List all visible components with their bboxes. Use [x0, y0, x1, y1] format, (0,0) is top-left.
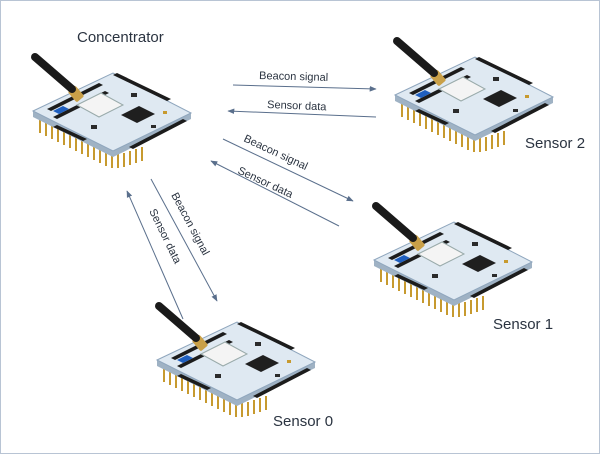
- sensor2-label: Sensor 2: [525, 135, 586, 152]
- sensor1-label: Sensor 1: [493, 316, 554, 333]
- data-arrow-sensor2: [227, 108, 377, 118]
- data-arrow-sensor1: [210, 160, 340, 227]
- data-label-sensor0: Sensor data: [146, 207, 183, 266]
- sensor0-label: Sensor 0: [273, 413, 334, 430]
- data-label-sensor2: Sensor data: [267, 99, 328, 113]
- data-label-sensor1: Sensor data: [236, 165, 296, 201]
- beacon-label-sensor2: Beacon signal: [259, 70, 328, 84]
- beacon-arrow-sensor0: [150, 178, 218, 302]
- beacon-arrow-sensor2: [232, 84, 377, 92]
- concentrator-board-icon: [33, 57, 191, 168]
- concentrator-label: Concentrator: [77, 29, 164, 46]
- sensor1-board-icon: [374, 206, 532, 317]
- sensor0-board-icon: [157, 306, 315, 417]
- beacon-arrow-sensor1: [222, 138, 354, 202]
- data-arrow-sensor0: [126, 190, 184, 320]
